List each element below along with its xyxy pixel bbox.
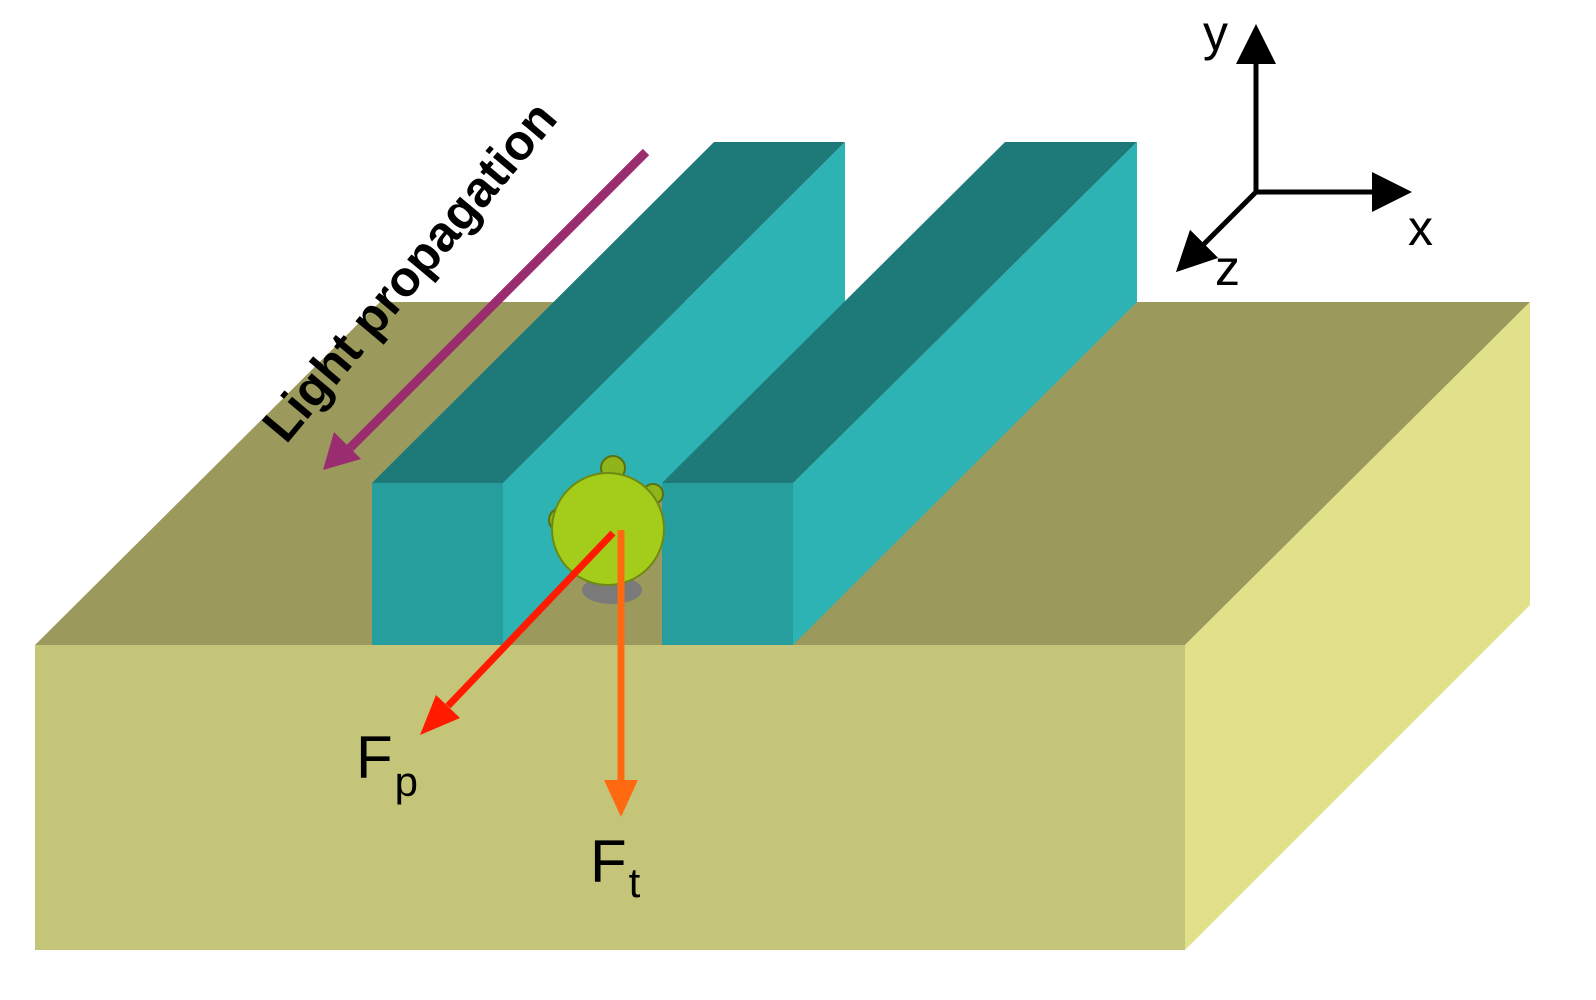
waveguide-right-top (662, 142, 1137, 483)
force-p-arrow (420, 530, 616, 735)
y-axis-label: y (1203, 5, 1228, 61)
waveguide-left-top (372, 142, 845, 483)
force-t-label: Ft (590, 828, 641, 906)
z-axis-label: z (1215, 240, 1240, 296)
force-t-arrow (604, 530, 638, 817)
substrate-front-face (35, 645, 1185, 950)
waveguide-right-side (793, 142, 1137, 645)
force-p-main: F (356, 724, 393, 791)
force-t-main: F (590, 828, 627, 895)
waveguide-right-front (662, 483, 793, 645)
force-t-subscript: t (629, 859, 641, 906)
waveguide-left-front (372, 483, 503, 645)
force-p-subscript: p (395, 758, 418, 805)
waveguide-right (662, 142, 1137, 645)
z-axis-arrow (1175, 190, 1258, 273)
x-axis-label: x (1408, 200, 1433, 256)
light-propagation-arrow (323, 148, 650, 470)
force-p-label: Fp (356, 724, 418, 805)
trapped-particle (548, 455, 665, 604)
substrate-side-face (1185, 302, 1530, 950)
particle-body (551, 472, 665, 586)
coordinate-axes: y x z (1175, 5, 1433, 296)
